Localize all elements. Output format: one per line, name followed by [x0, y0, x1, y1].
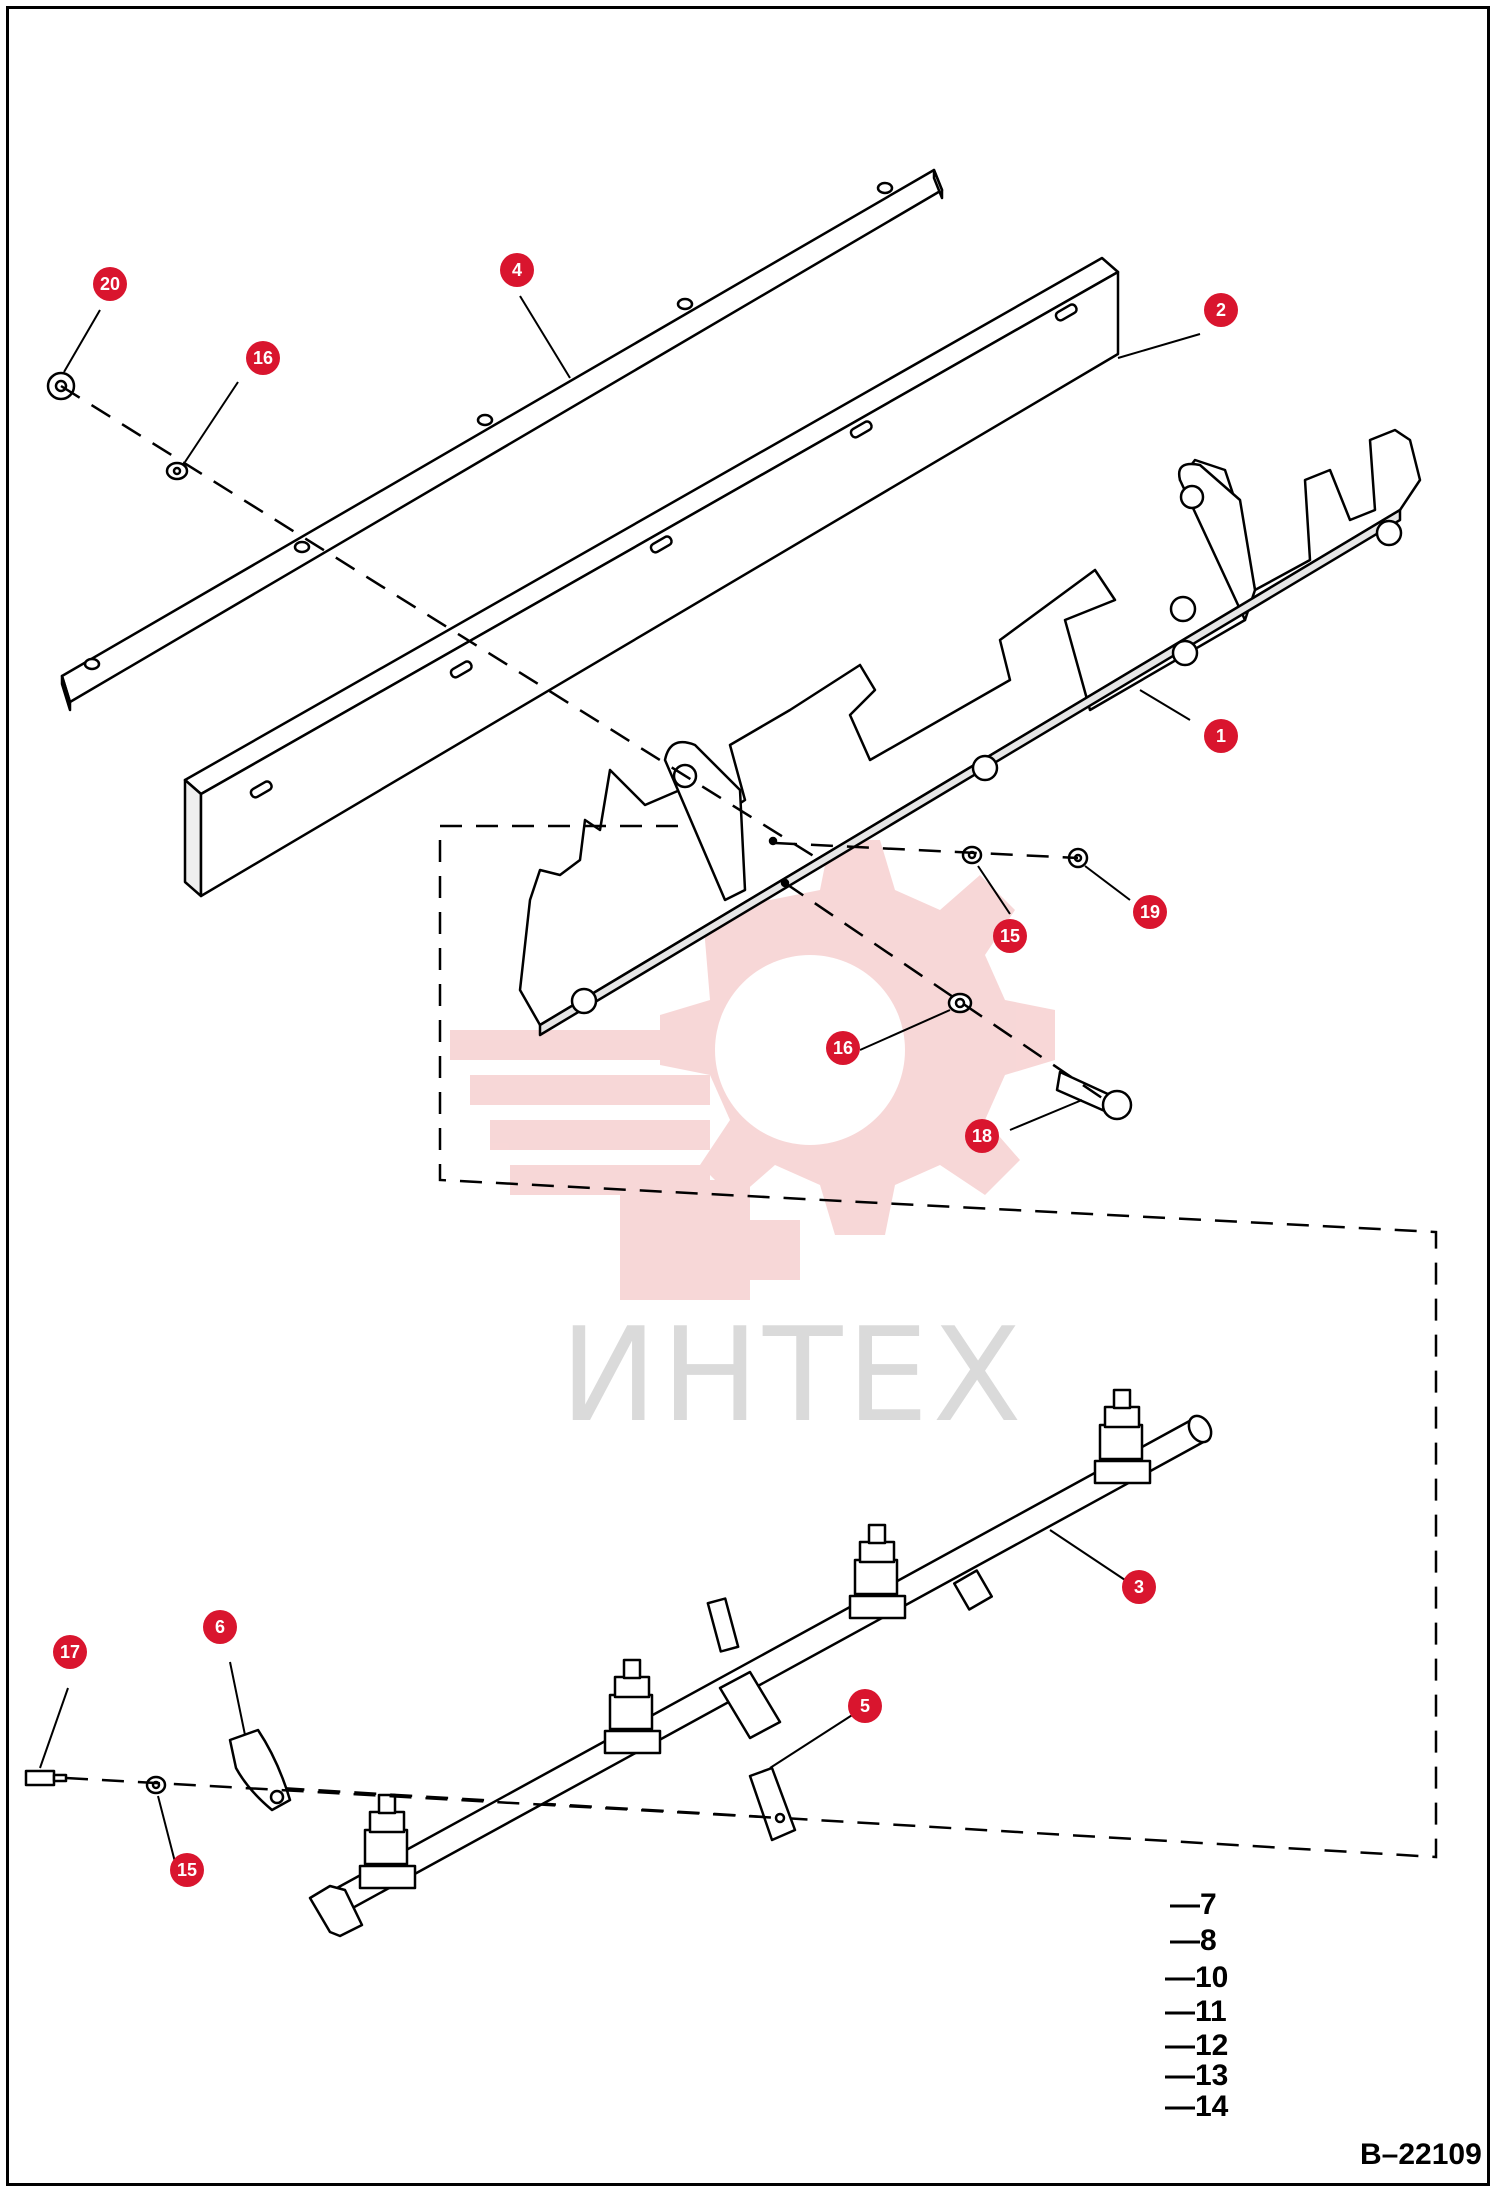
callout-19: 19	[1133, 895, 1167, 929]
watermark-text: ИНТЕХ	[560, 1299, 1026, 1451]
injector-3	[848, 1523, 907, 1620]
part-2-bar	[183, 256, 1120, 898]
callout-marker	[1122, 1570, 1156, 1604]
watermark-logo: ИНТЕХ	[450, 840, 1055, 1451]
callout-18: 18	[965, 1119, 999, 1153]
callout-marker	[1133, 895, 1167, 929]
callout-label: 3	[1134, 1577, 1144, 1597]
callout-marker	[203, 1610, 237, 1644]
callouts: 20 4 2 16 1 19 15 16 18 3 6 17 5 15	[53, 253, 1238, 1887]
callout-16: 16	[826, 1031, 860, 1065]
part-15-washer-lower	[145, 1775, 167, 1795]
part-4-strip	[60, 168, 944, 712]
callout-5: 5	[848, 1689, 882, 1723]
callout-20: 20	[93, 267, 127, 301]
part-16-washer-lower	[947, 992, 973, 1014]
callout-16: 16	[246, 341, 280, 375]
callout-1: 1	[1204, 719, 1238, 753]
callout-label: 19	[1140, 902, 1160, 922]
callout-label: 15	[1000, 926, 1020, 946]
callout-label: 17	[60, 1642, 80, 1662]
drawing-frame	[6, 6, 1490, 2186]
callout-3: 3	[1122, 1570, 1156, 1604]
callout-label: 4	[512, 260, 522, 280]
kit-item: —12	[1165, 2029, 1228, 2062]
callout-marker	[993, 919, 1027, 953]
part-16-washer-upper	[165, 461, 189, 481]
callout-2: 2	[1204, 293, 1238, 327]
callout-marker	[1204, 719, 1238, 753]
kit-items-list: —7 —8 —10 —11 —12 —13 —14	[1165, 1888, 1229, 2123]
injector-4	[1093, 1388, 1152, 1485]
callout-marker	[848, 1689, 882, 1723]
part-3-fuel-rail	[308, 1388, 1213, 1938]
kit-item: —13	[1165, 2059, 1228, 2092]
kit-item: —10	[1165, 1961, 1228, 1994]
callout-marker	[965, 1119, 999, 1153]
callout-label: 6	[215, 1617, 225, 1637]
callout-17: 17	[53, 1635, 87, 1669]
callout-label: 2	[1216, 300, 1226, 320]
part-17-screw	[24, 1769, 68, 1787]
kit-item: —14	[1165, 2090, 1229, 2123]
part-5-plate	[748, 1766, 797, 1842]
assembly-lines-upper	[60, 384, 1438, 1859]
callout-15: 15	[993, 919, 1027, 953]
callout-marker	[826, 1031, 860, 1065]
callout-4: 4	[500, 253, 534, 287]
injector-1	[358, 1793, 417, 1890]
drawing-id: B–22109	[1360, 2138, 1482, 2171]
kit-item: —7	[1170, 1888, 1217, 1921]
callout-marker	[500, 253, 534, 287]
part-18-bolt	[1055, 1070, 1133, 1121]
kit-item: —8	[1170, 1924, 1217, 1957]
callout-label: 16	[253, 348, 273, 368]
injector-2	[603, 1658, 662, 1755]
callout-marker	[170, 1853, 204, 1887]
callout-label: 18	[972, 1126, 992, 1146]
callout-label: 20	[100, 274, 120, 294]
callout-label: 15	[177, 1860, 197, 1880]
callout-15: 15	[170, 1853, 204, 1887]
callout-marker	[246, 341, 280, 375]
callout-6: 6	[203, 1610, 237, 1644]
kit-item: —11	[1165, 1995, 1227, 2028]
part-1-bracket	[518, 428, 1422, 1037]
part-6-clamp	[228, 1728, 292, 1812]
callout-marker	[1204, 293, 1238, 327]
callout-label: 5	[860, 1696, 870, 1716]
callout-label: 1	[1216, 726, 1226, 746]
assembly-lines-lower	[65, 1776, 781, 1820]
callout-label: 16	[833, 1038, 853, 1058]
clip-on-rail	[952, 1569, 994, 1611]
part-15-washer-right	[961, 845, 983, 865]
callout-marker	[53, 1635, 87, 1669]
leader-lines	[39, 295, 1201, 1863]
callout-marker	[93, 267, 127, 301]
